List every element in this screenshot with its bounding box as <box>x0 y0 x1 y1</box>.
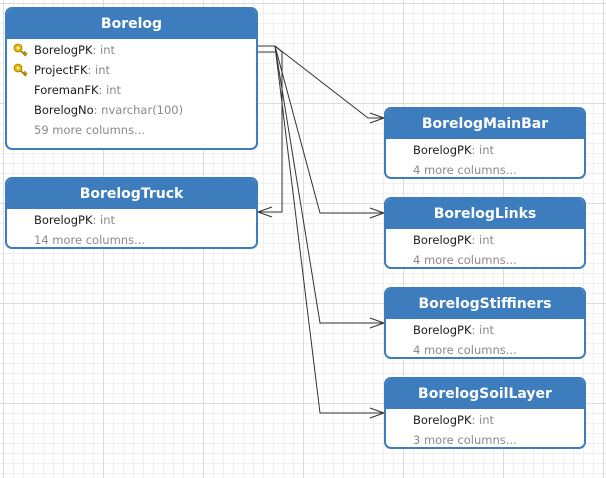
more-columns-link[interactable]: 59 more columns... <box>34 123 146 137</box>
table-title[interactable]: BorelogStiffiners <box>386 289 584 319</box>
table-borelog-truck[interactable]: BorelogTruck BorelogPK: int 14 more colu… <box>5 177 258 249</box>
more-columns-link[interactable]: 3 more columns... <box>413 433 517 447</box>
table-borelog-stiffiners[interactable]: BorelogStiffiners BorelogPK: int 4 more … <box>384 287 586 359</box>
column-name: BorelogPK <box>413 323 472 337</box>
column-row[interactable]: BorelogNo: nvarchar(100) <box>7 100 256 120</box>
relationship-borelog-soil-layer <box>274 45 384 414</box>
more-columns-link[interactable]: 14 more columns... <box>34 233 146 247</box>
more-columns-link[interactable]: 4 more columns... <box>413 343 517 357</box>
more-columns-link[interactable]: 4 more columns... <box>413 253 517 267</box>
column-name: BorelogNo <box>34 103 94 117</box>
column-row[interactable]: BorelogPK: int <box>386 140 584 160</box>
column-row[interactable]: ForemanFK: int <box>7 80 256 100</box>
column-row[interactable]: BorelogPK: int <box>386 230 584 250</box>
relationship-borelog-main-bar <box>274 45 384 119</box>
column-row[interactable]: BorelogPK: int <box>386 320 584 340</box>
column-type: : nvarchar(100) <box>93 103 184 117</box>
column-type: : int <box>471 233 495 247</box>
more-columns-link[interactable]: 4 more columns... <box>413 163 517 177</box>
column-type: : int <box>98 83 122 97</box>
table-borelog[interactable]: Borelog BorelogPK: int ProjectFK: int Fo… <box>5 7 258 150</box>
column-name: BorelogPK <box>413 413 472 427</box>
table-title[interactable]: Borelog <box>7 9 256 39</box>
table-title[interactable]: BorelogTruck <box>7 179 256 209</box>
column-type: : int <box>87 63 111 77</box>
column-name: BorelogPK <box>413 233 472 247</box>
column-type: : int <box>471 323 495 337</box>
table-title[interactable]: BorelogLinks <box>386 199 584 229</box>
table-borelog-soil-layer[interactable]: BorelogSoilLayer BorelogPK: int 3 more c… <box>384 377 586 449</box>
column-name: BorelogPK <box>413 143 472 157</box>
column-name: BorelogPK <box>34 43 93 57</box>
column-name: ProjectFK <box>34 63 88 77</box>
relationship-borelog-links <box>274 45 384 214</box>
table-borelog-main-bar[interactable]: BorelogMainBar BorelogPK: int 4 more col… <box>384 107 586 179</box>
table-borelog-links[interactable]: BorelogLinks BorelogPK: int 4 more colum… <box>384 197 586 269</box>
column-row[interactable]: BorelogPK: int <box>7 40 256 60</box>
column-type: : int <box>471 413 495 427</box>
column-type: : int <box>471 143 495 157</box>
table-title[interactable]: BorelogSoilLayer <box>386 379 584 409</box>
relationship-borelog-stiffiners <box>274 45 384 324</box>
column-type: : int <box>92 43 116 57</box>
key-icon <box>13 43 28 57</box>
column-row[interactable]: ProjectFK: int <box>7 60 256 80</box>
column-row[interactable]: BorelogPK: int <box>7 210 256 230</box>
crowfoot-borelog-truck <box>256 206 273 218</box>
key-icon <box>13 63 28 77</box>
column-type: : int <box>92 213 116 227</box>
column-row[interactable]: BorelogPK: int <box>386 410 584 430</box>
table-title[interactable]: BorelogMainBar <box>386 109 584 139</box>
column-name: BorelogPK <box>34 213 93 227</box>
column-name: ForemanFK <box>34 83 99 97</box>
